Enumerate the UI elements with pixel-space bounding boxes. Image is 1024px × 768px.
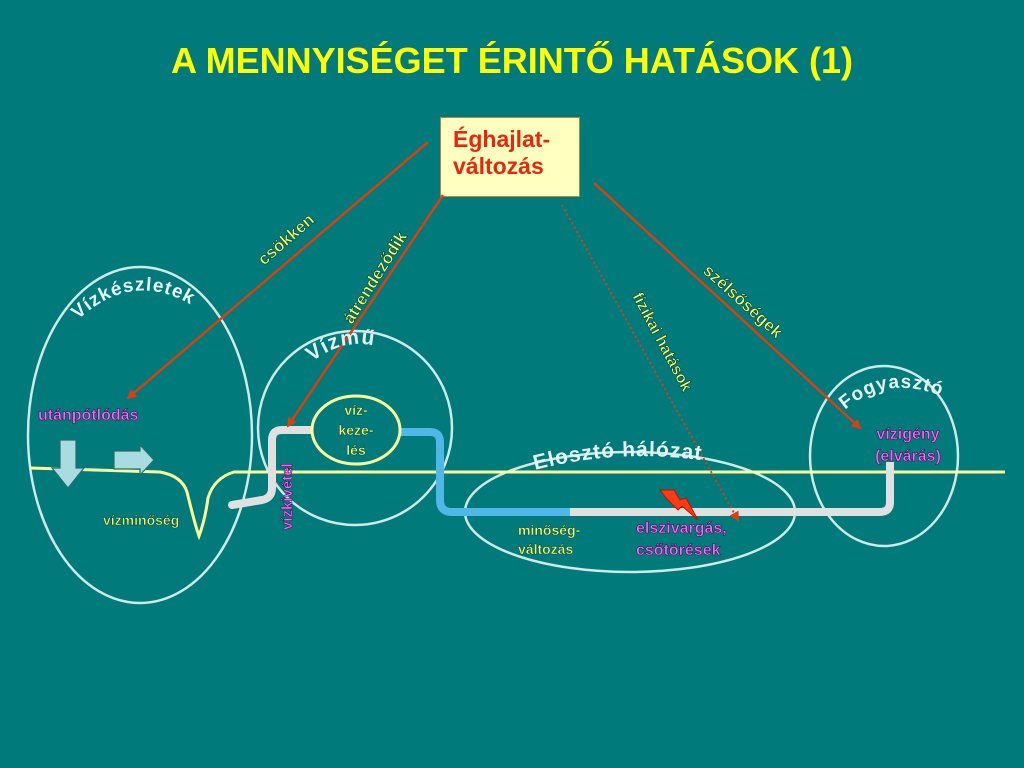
label-quality-change-1: minőség- [518,522,581,538]
intake-pipe [228,426,316,509]
label-abstraction: vízkivétel [279,463,296,530]
lightning-icon [659,489,699,521]
page-title: A MENNYISÉGET ÉRINTŐ HATÁSOK (1) [170,40,854,81]
water-resources-ellipse [26,265,254,605]
label-rearranges: átrendeződik [339,228,411,327]
label-recharge: utánpótlódás [38,407,139,424]
treatment-oval [310,394,402,466]
waterworks-circle [256,329,454,527]
arrow-rearranges [286,194,445,428]
label-demand-2: (elvárás) [875,448,941,465]
title-consumer: Fogyasztó [835,372,946,414]
recharge-down-arrow-icon [50,439,86,489]
label-leakage-2: csőtörések [636,542,721,559]
arrow-extremes [593,182,862,430]
label-quality-change-2: változás [518,541,573,557]
label-demand-1: vízigény [876,426,939,443]
consumer-ellipse [808,364,960,548]
label-water-quality: vízminőség [103,512,179,528]
label-treatment-2: keze- [338,422,373,438]
climate-change-box: Éghajlat- változás [440,117,580,197]
arrow-decreases [126,141,429,400]
treated-pipe [400,428,570,516]
arrow-physical [561,204,739,522]
label-physical: fizikai hatások [628,290,694,395]
water-table-line [29,466,1005,541]
label-treatment-3: lés [346,442,366,458]
climate-box-line1: Éghajlat- [453,126,551,152]
title-distribution: Elosztó hálózat [531,438,704,475]
label-extremes: szélsőségek [699,261,787,343]
climate-box-line2: változás [453,153,544,179]
label-leakage-1: elszivargás, [636,520,727,537]
recharge-right-arrow-icon [113,443,155,477]
distribution-pipe [570,462,894,516]
title-water-resources: Vízkészletek [68,274,199,323]
label-decreases: csökken [254,210,318,269]
label-treatment-1: víz- [344,402,368,418]
